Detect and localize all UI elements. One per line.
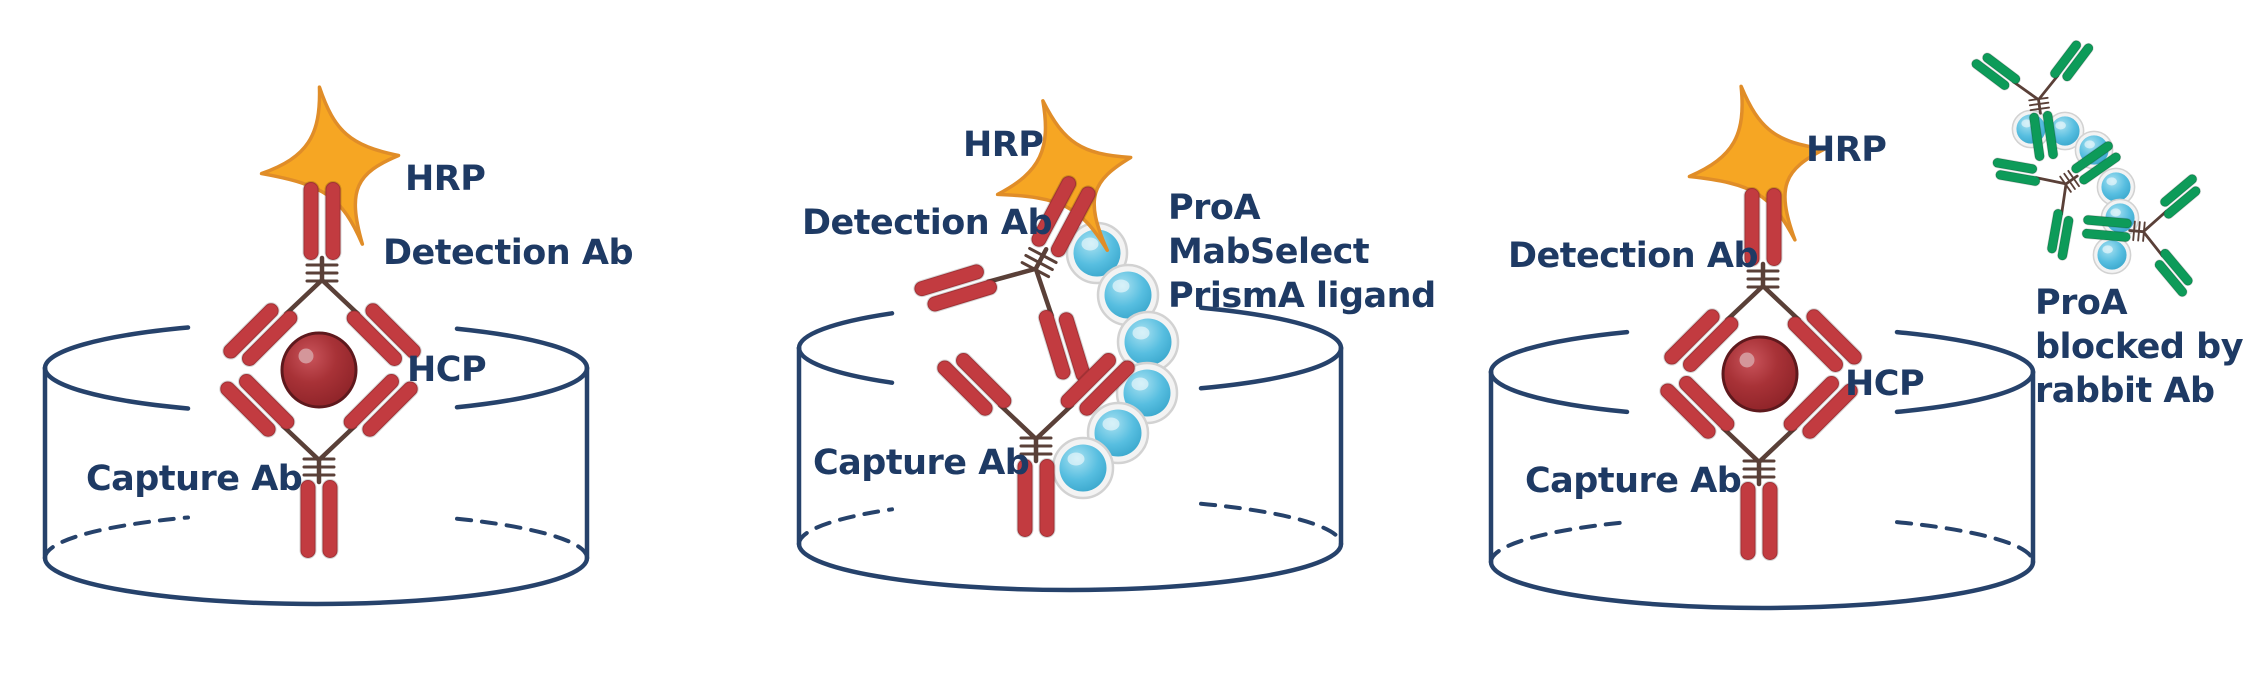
ligand-label-line: MabSelect [1168, 232, 1370, 272]
capture-ab-label: Capture Ab [1525, 461, 1742, 501]
panel-proa-blocked [1488, 31, 2209, 611]
well-back-bottom-edge [797, 501, 1344, 546]
proa-blocked-label: ProA blocked by rabbit Ab [2035, 281, 2244, 413]
detection-ab-label: Detection Ab [1508, 236, 1759, 276]
ligand-label-line: PrismA ligand [1168, 276, 1436, 316]
prisma-ligand-label: ProA MabSelect PrismA ligand [1168, 186, 1436, 318]
hcp-sphere-icon [280, 331, 358, 409]
ligand-label-line: ProA [1168, 188, 1261, 228]
microwell [42, 325, 590, 607]
hrp-label: HRP [1806, 130, 1887, 170]
hcp-sphere-icon [1721, 335, 1799, 413]
ligand-bead-icon [1051, 436, 1115, 500]
panel-prisma-ligand-interference [796, 78, 1344, 593]
blocked-label-line: rabbit Ab [2035, 371, 2215, 411]
detection-ab-label: Detection Ab [383, 233, 634, 273]
hrp-label: HRP [963, 125, 1044, 165]
well-back-bottom-edge [43, 515, 589, 560]
microwell [796, 305, 1344, 593]
detection-ab-label: Detection Ab [802, 203, 1053, 243]
blocked-label-line: ProA [2035, 283, 2128, 323]
hrp-label: HRP [405, 159, 486, 199]
microwell [1488, 329, 2036, 611]
blocked-label-line: blocked by [2035, 327, 2244, 367]
capture-ab-label: Capture Ab [86, 459, 303, 499]
hcp-label: HCP [1845, 364, 1925, 404]
proa-blocked-complex [1966, 31, 2209, 302]
panel-sandwich-elisa [42, 73, 590, 607]
rabbit-antibody-icon [2075, 162, 2209, 302]
capture-ab-label: Capture Ab [813, 443, 1030, 483]
hcp-label: HCP [407, 350, 487, 390]
well-back-bottom-edge [1489, 520, 2035, 564]
